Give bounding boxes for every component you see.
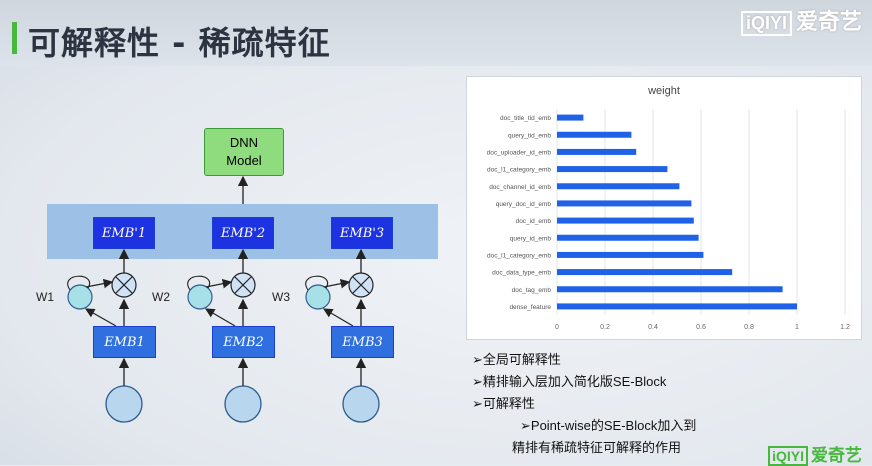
column-2-connectors <box>187 248 262 423</box>
x-tick-label: 1 <box>795 324 799 331</box>
logo-badge: iQIYI <box>740 11 792 36</box>
x-tick-label: 0.2 <box>600 324 610 331</box>
bar-doc_uploader_id_emb <box>557 148 637 155</box>
bar-query_tid_emb <box>557 131 632 138</box>
category-label: doc_l1_category_emb <box>487 252 551 259</box>
category-label: doc_id_emb <box>516 218 552 225</box>
bullet-global-interpretability: ➢全局可解释性 <box>472 352 561 367</box>
title-accent-bar <box>12 22 17 54</box>
category-label: query_id_emb <box>510 235 552 242</box>
emb-prime-2: EMB'2 <box>212 217 274 249</box>
bullet-list: ➢全局可解释性 ➢精排输入层加入简化版SE-Block ➢可解释性 ➢Point… <box>472 349 696 459</box>
category-label: doc_title_tid_emb <box>500 115 551 122</box>
category-label: doc_data_type_emb <box>492 270 551 277</box>
footer-logo-text: 爱奇艺 <box>811 446 862 465</box>
bar-doc_tag_emb <box>557 286 783 293</box>
bar-query_doc_id_emb <box>557 200 692 207</box>
x-tick-label: 0.8 <box>744 324 754 331</box>
category-label: query_tid_emb <box>508 132 551 139</box>
bar-doc_l1_category_emb <box>557 166 668 173</box>
weight-label-w3: W3 <box>272 290 290 304</box>
x-tick-label: 0 <box>555 324 559 331</box>
x-tick-label: 1.2 <box>840 324 850 331</box>
category-label: doc_l1_category_emb <box>487 167 551 174</box>
emb-3: EMB3 <box>331 326 394 358</box>
bullet-interpretability: ➢可解释性 <box>472 396 535 411</box>
bar-doc_title_tid_emb <box>557 114 584 121</box>
category-label: doc_tag_emb <box>512 287 552 294</box>
weight-chart-panel: weight 0 0.2 0.4 0.6 0.8 1 1.2 doc_title_tid_em… <box>466 76 862 340</box>
sub-bullet-pointwise: ➢Point-wise的SE-Block加入到 <box>520 418 697 433</box>
bullet-se-block: ➢精排输入层加入简化版SE-Block <box>472 374 667 389</box>
category-label: doc_uploader_id_emb <box>487 149 552 156</box>
footer-logo-badge: iQIYI <box>768 446 808 466</box>
slide-title: 可解释性 - 稀疏特征 <box>28 24 331 62</box>
emb-prime-1: EMB'1 <box>93 217 155 249</box>
logo-text: 爱奇艺 <box>795 9 862 34</box>
x-tick-label: 0.6 <box>696 324 706 331</box>
weight-label-w1: W1 <box>36 290 54 304</box>
bar-doc_data_type_emb <box>557 269 733 276</box>
sub-bullet-continuation: 精排有稀疏特征可解释的作用 <box>512 440 682 455</box>
bar-doc_channel_id_emb <box>557 183 680 190</box>
dnn-label: DNN <box>229 135 259 150</box>
category-label: doc_channel_id_emb <box>489 184 551 191</box>
emb-prime-3: EMB'3 <box>331 217 393 249</box>
category-label: dense_feature <box>509 304 551 311</box>
category-label: query_doc_id_emb <box>496 201 552 208</box>
column-1-connectors <box>67 248 143 423</box>
chart-title: weight <box>648 85 680 97</box>
weight-label-w2: W2 <box>152 290 170 304</box>
bar-dense_feature <box>557 303 797 310</box>
bar-query_id_emb <box>557 234 699 241</box>
weight-bar-chart: 0 0.2 0.4 0.6 0.8 1 1.2 doc_title_tid_emb query_… <box>487 109 850 331</box>
model-label: Model <box>226 153 262 168</box>
bar-doc_id_emb <box>557 217 694 224</box>
title-bar <box>0 0 872 66</box>
x-tick-label: 0.4 <box>648 324 658 331</box>
emb-1: EMB1 <box>93 326 156 358</box>
emb-2: EMB2 <box>212 326 275 358</box>
dnn-model-box: DNN Model <box>204 128 284 176</box>
column-3-connectors <box>305 248 380 423</box>
bar-doc_l1_category_emb <box>557 251 704 258</box>
